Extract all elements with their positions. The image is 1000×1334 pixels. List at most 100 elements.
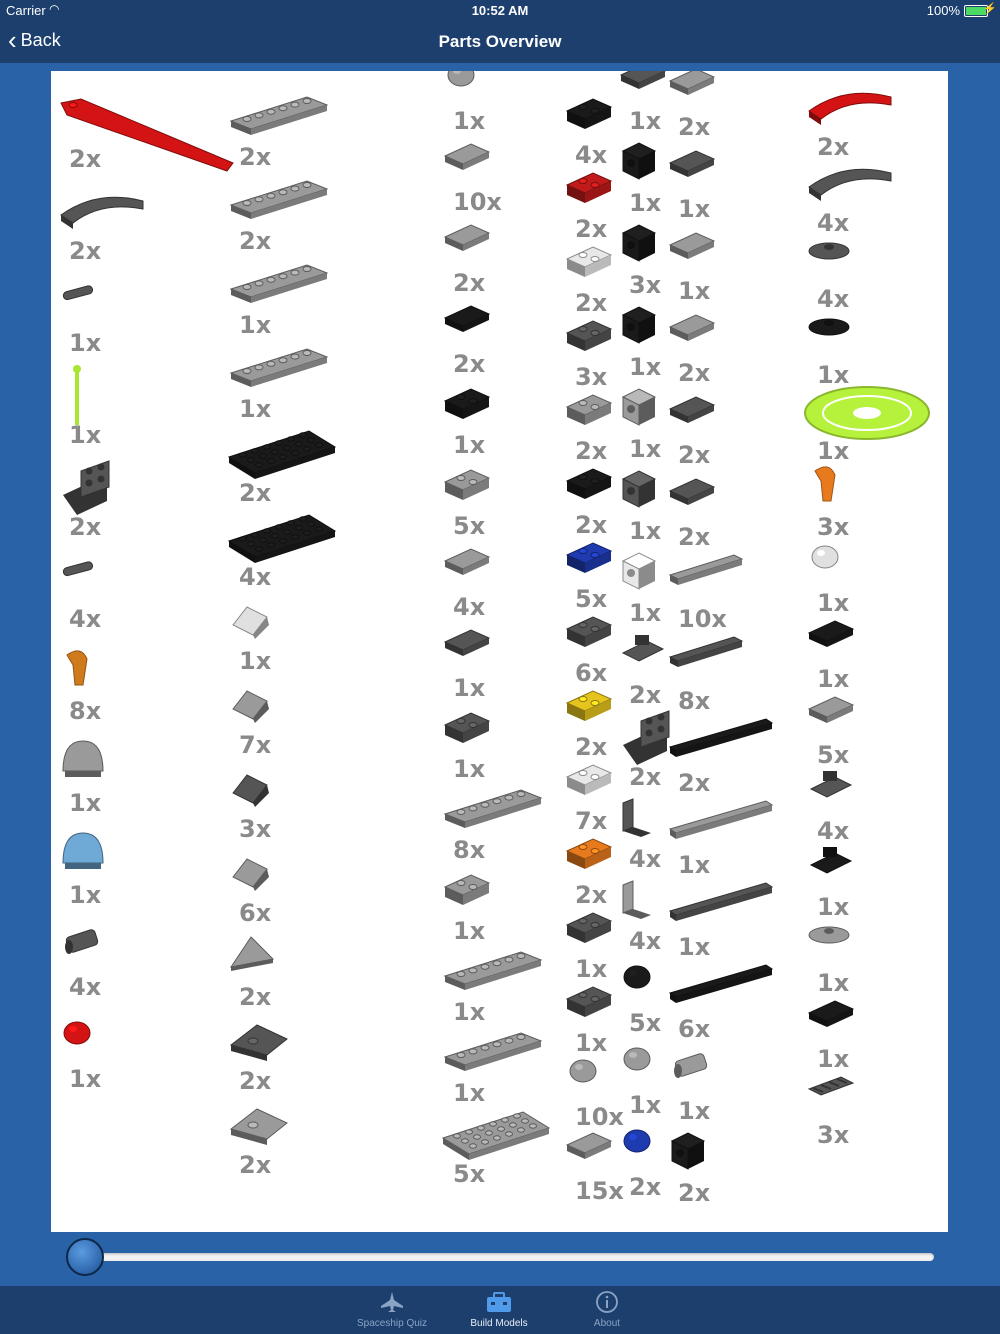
part-quantity: 1x [453,674,486,702]
bracket-part-icon [623,710,670,765]
wedge-part-icon [229,1108,288,1145]
slope-part-icon [232,690,269,723]
part-item: 4x [805,157,915,237]
part-quantity: 4x [69,605,102,633]
part-quantity: 1x [629,599,662,627]
chevron-left-icon: ‹ [8,25,17,55]
part-item: 1x [666,143,776,223]
part-item: 1x [57,829,167,909]
part-quantity: 2x [678,359,711,387]
part-quantity: 6x [678,1015,711,1043]
part-quantity: 1x [629,435,662,463]
part-item: 1x [441,71,551,135]
part-quantity: 7x [575,807,608,835]
part-item: 8x [57,645,167,725]
round-part-icon [623,965,651,989]
part-item: 2x [227,175,337,255]
lbracket-part-icon [622,798,651,837]
plate-part-icon [229,348,329,387]
part-quantity: 1x [817,361,850,389]
cube-part-icon [621,552,657,590]
part-item: 2x [563,385,673,465]
brick-part-icon [565,690,613,721]
part-item: 5x [441,1108,551,1188]
part-item: 1x [441,865,551,945]
back-button[interactable]: ‹ Back [8,25,61,55]
bigplate-part-icon [441,1111,551,1160]
part-quantity: 2x [678,523,711,551]
part-item: 4x [805,233,915,313]
page-slider[interactable] [66,1238,934,1276]
part-item: 2x [563,681,673,761]
part-item: 4x [563,89,673,169]
part-item: 2x [57,460,167,541]
brick-part-icon [565,394,613,425]
part-item: 8x [441,784,551,864]
part-item: 2x [57,185,167,265]
plate-part-icon [443,1032,543,1071]
tab-spaceship-quiz[interactable]: Spaceship Quiz [337,1290,447,1329]
part-item: 4x [57,921,167,1001]
part-item: 2x [563,163,673,243]
wedge-part-icon [229,1024,288,1061]
part-quantity: 1x [453,755,486,783]
part-quantity: 1x [239,395,272,423]
slope-part-icon [232,858,269,891]
part-quantity: 8x [453,836,486,864]
part-quantity: 3x [575,363,608,391]
claw-part-icon [814,466,836,502]
tab-about[interactable]: About [552,1290,662,1329]
part-item: 2x [805,81,915,161]
brick-part-icon [565,838,613,869]
part-quantity: 1x [575,955,608,983]
part-item: 3x [227,763,337,843]
pyramid-part-icon [229,936,275,971]
part-quantity: 2x [453,350,486,378]
part-item: 1x [441,379,551,459]
tile-part-icon [807,1000,855,1027]
slider-track[interactable] [86,1253,934,1261]
part-quantity: 5x [453,1160,486,1188]
part-item: 2x [617,710,727,791]
part-quantity: 1x [817,969,850,997]
toolbox-icon [487,1292,511,1312]
part-item: 6x [227,847,337,927]
longbar-part-icon [668,800,774,839]
tile-part-icon [668,71,716,95]
longbar-part-icon [668,964,774,1003]
brick-part-icon [565,542,613,573]
part-quantity: 5x [817,741,850,769]
part-quantity: 6x [575,659,608,687]
hinge-part-icon [809,847,853,874]
cube-part-icon [621,388,657,426]
part-item: 4x [227,511,337,591]
brick-part-icon [565,986,613,1017]
round-part-icon [623,1129,651,1153]
tab-build-models[interactable]: Build Models [444,1290,554,1329]
part-quantity: 1x [678,1097,711,1125]
part-quantity: 2x [575,289,608,317]
part-quantity: 1x [817,1045,850,1073]
cube-part-icon [670,1132,706,1170]
dome-part-icon [62,740,104,777]
bar-part-icon [668,554,744,585]
part-item: 2x [227,931,337,1011]
carrier-label: Carrier [6,3,46,18]
part-quantity: 4x [69,973,102,1001]
part-quantity: 2x [629,681,662,709]
part-quantity: 1x [575,1029,608,1057]
slider-thumb[interactable] [66,1238,104,1276]
part-item: 1x [666,799,776,879]
part-item: 1x [57,365,167,449]
part-item: 1x [805,841,915,921]
part-quantity: 3x [817,513,850,541]
part-item: 1x [617,137,727,217]
part-quantity: 2x [817,133,850,161]
part-item: 1x [805,993,915,1073]
plate-part-icon [229,180,329,219]
wing-part-icon [60,98,234,172]
part-item: 6x [666,963,776,1043]
part-quantity: 1x [817,437,850,465]
part-quantity: 2x [575,437,608,465]
part-item: 3x [563,311,673,391]
